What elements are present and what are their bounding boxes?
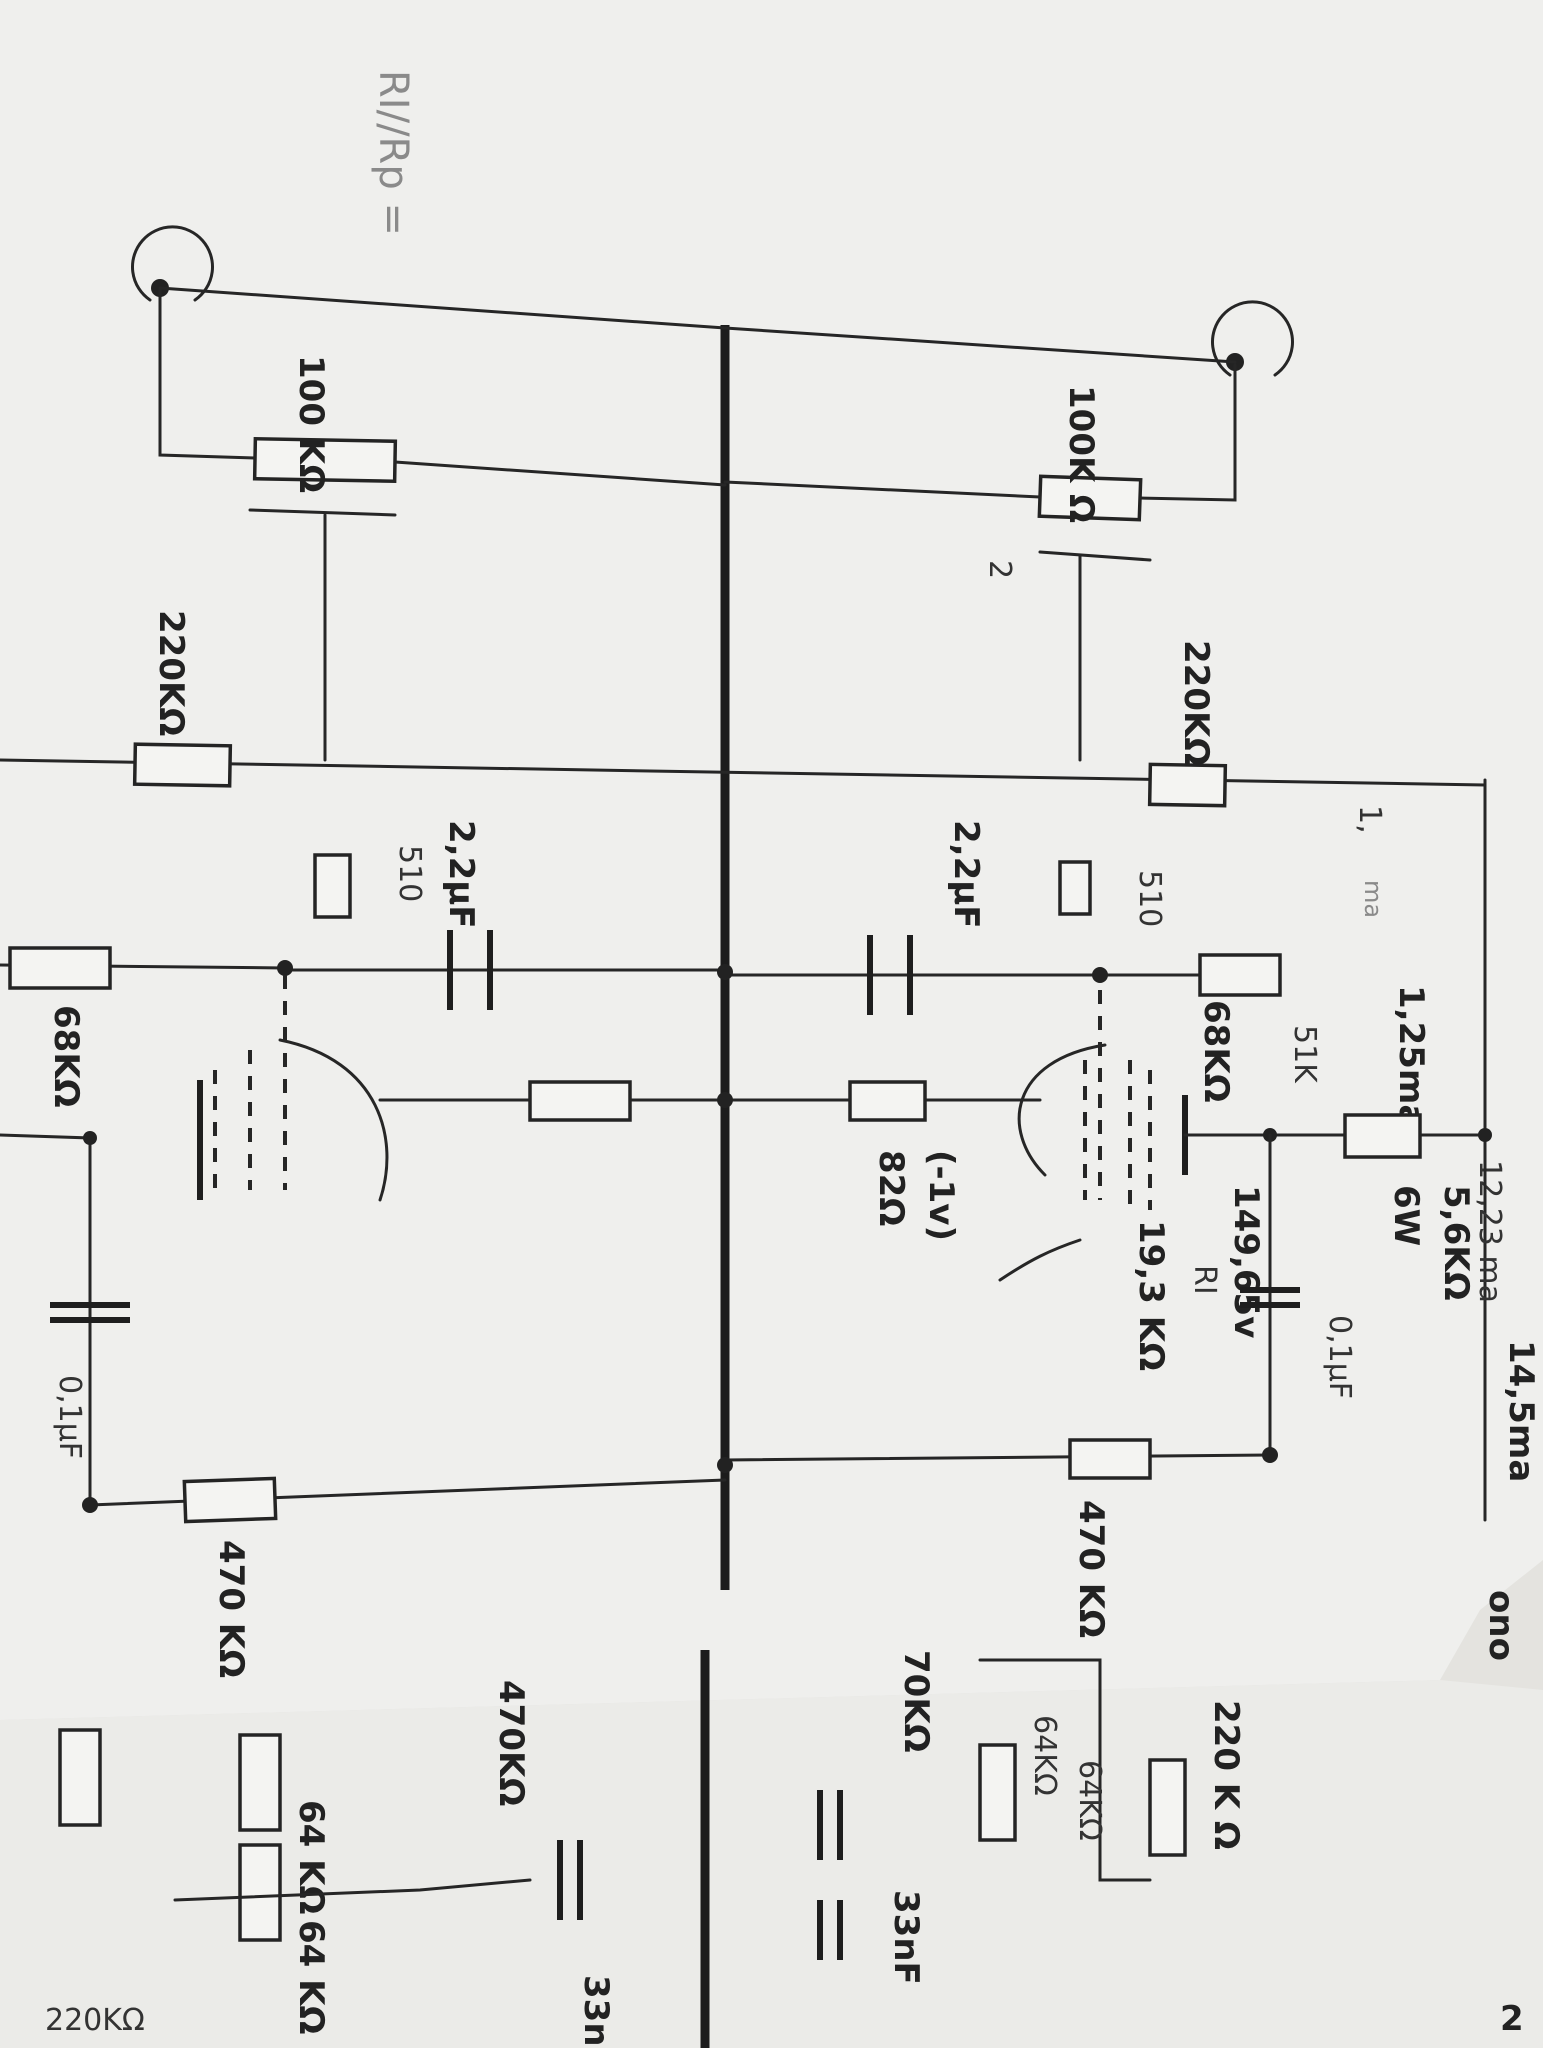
tone-res-d — [238, 1843, 282, 1942]
tone-res-c — [238, 1733, 282, 1832]
tube-lower — [197, 975, 389, 1202]
ri-label: RI — [1187, 1265, 1222, 1295]
tone-res-bottom — [58, 1728, 102, 1827]
jack-ground-wire-lower — [158, 286, 727, 330]
heater-res-lower[interactable] — [528, 1080, 632, 1122]
plate-voltage: 149,65v — [1226, 1185, 1266, 1338]
screen-res-label: 51K — [1287, 1025, 1322, 1084]
pot-lower-ground — [393, 460, 727, 487]
bus-node-cathode — [717, 964, 733, 980]
node-out-upper — [1262, 1447, 1278, 1463]
paper-sheet-top — [0, 0, 1543, 1720]
cathode-cap-upper-label: 2,2µF — [946, 820, 986, 928]
tone-res-b-label: 64KΩ — [1072, 1760, 1107, 1841]
coupling-cap-lower-label: 0,1µF — [52, 1375, 87, 1459]
tone-bottom-label: 220KΩ — [45, 2003, 145, 2038]
plate-load-res[interactable] — [1343, 1113, 1422, 1159]
pot-upper-wiper — [1038, 550, 1152, 562]
header-note: RI//Rp = — [370, 70, 416, 236]
plate-res-upper-label: 220KΩ — [1176, 640, 1216, 766]
total-current: 14,5ma — [1501, 1340, 1541, 1482]
node-cathode-upper — [1092, 967, 1108, 983]
tone-res-top-label: 220 K Ω — [1206, 1700, 1246, 1850]
out-res-upper-wire — [723, 1453, 1272, 1462]
plate-res-lower[interactable] — [132, 742, 233, 788]
bus-node-out — [717, 1457, 733, 1473]
node-plate-lower — [83, 1131, 97, 1145]
tone-res-470-label: 470KΩ — [491, 1680, 531, 1806]
tone-res-a-label: 64KΩ — [1027, 1715, 1062, 1796]
plate-load-label: 5,6KΩ — [1436, 1185, 1476, 1300]
cathode-res-lower-label: 510 — [392, 845, 427, 902]
corner-label: ono — [1481, 1590, 1521, 1661]
plate-load-power: 6W — [1386, 1185, 1426, 1246]
tone-res-d-label: 64 KΩ — [291, 1920, 331, 2034]
stage2-current: 1,25ma — [1391, 985, 1431, 1127]
ri-arrow — [998, 1238, 1082, 1282]
pot-lower-label: 100 KΩ — [291, 355, 331, 493]
output-current: 12,23 ma — [1472, 1160, 1507, 1303]
plate-res-upper[interactable] — [1147, 762, 1228, 808]
page-number: 2 — [1500, 1999, 1524, 2039]
node-out-lower — [82, 1497, 98, 1513]
ri-value: 19,3 KΩ — [1131, 1220, 1171, 1371]
cathode-res-lower[interactable] — [313, 853, 352, 919]
node-supply-plate — [1478, 1128, 1492, 1142]
bus-node-heater — [717, 1092, 733, 1108]
tone-res-a — [978, 1743, 1017, 1842]
cathode-res-upper-label: 510 — [1132, 870, 1167, 927]
out-res-upper-label: 470 KΩ — [1071, 1500, 1111, 1638]
pot-upper-ground — [723, 480, 1042, 499]
grid-leak-lower-label: 68KΩ — [46, 1005, 86, 1108]
grid-leak-upper-label: 68KΩ — [1196, 1000, 1236, 1103]
grid-leak-upper[interactable] — [1198, 953, 1282, 997]
pot-lower-wire — [158, 288, 257, 460]
stopper-label: 82Ω — [871, 1150, 911, 1226]
out-res-lower-label: 470 KΩ — [211, 1540, 251, 1678]
tone-res-c-label: 64 KΩ — [291, 1800, 331, 1914]
pot-marker: 2 — [982, 560, 1017, 579]
tone-cap-a-label: 33nF — [886, 1890, 926, 1985]
stopper-res[interactable] — [848, 1080, 927, 1122]
paper-sheet-bottom — [0, 1680, 1543, 2048]
plate-res-lower-label: 220KΩ — [151, 610, 191, 736]
tube-lower-cathode-arc — [278, 1038, 389, 1202]
cathode-cap-lower-label: 2,2µF — [441, 820, 481, 928]
node-cathode-lower — [277, 960, 293, 976]
stage1-current: 1, — [1352, 805, 1387, 834]
tone-res-left-label: 70KΩ — [896, 1650, 936, 1753]
plate-rail-220k — [0, 758, 1487, 787]
tone-cap-b-label: 33nF — [576, 1975, 616, 2048]
jack-ground-wire-upper — [723, 326, 1237, 364]
out-res-lower[interactable] — [182, 1476, 278, 1524]
stage1-current-unit: ma — [1359, 880, 1387, 918]
grid-leak-lower[interactable] — [8, 946, 112, 990]
pot-upper-label: 100K Ω — [1061, 385, 1101, 523]
bias-voltage: (-1v) — [921, 1150, 961, 1241]
cathode-res-upper[interactable] — [1058, 860, 1092, 916]
pot-lower-wiper — [248, 508, 397, 517]
tone-stack: 220 K Ω 64KΩ 64KΩ 64 KΩ 64 KΩ 470KΩ 70KΩ… — [45, 1590, 1524, 2048]
pot-upper-wire — [1138, 363, 1237, 502]
tone-res-top — [1148, 1758, 1187, 1857]
out-res-upper[interactable] — [1068, 1438, 1152, 1480]
coupling-cap-upper-label: 0,1µF — [1322, 1315, 1357, 1399]
